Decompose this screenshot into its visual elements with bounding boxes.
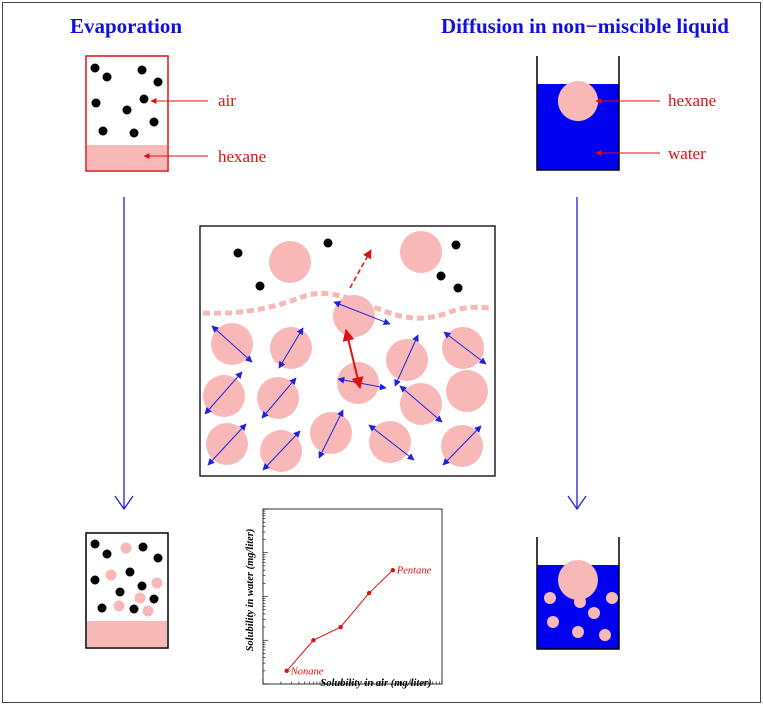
double-headed-arrow-icon	[399, 385, 443, 423]
double-headed-arrow-icon	[442, 425, 482, 466]
chart-point	[284, 668, 289, 674]
solubility-chart: Nonane Pentane Solubility in water (mg/li…	[245, 508, 443, 689]
escape-arrow-dashed	[349, 249, 372, 289]
hexane-liquid-layer	[87, 145, 167, 170]
evaporation-title: Evaporation	[70, 14, 182, 38]
dispersed-hexane-droplets	[544, 592, 618, 641]
down-arrow-icon	[567, 495, 587, 511]
double-headed-arrow-icon	[368, 424, 415, 461]
mixed-particles	[90, 539, 163, 617]
beaker-walls	[536, 537, 620, 650]
beaker-walls	[536, 56, 620, 171]
double-headed-arrow-icon	[318, 409, 344, 459]
chart-point	[311, 638, 316, 643]
double-headed-arrow-icon	[204, 371, 243, 415]
evaporation-container-initial	[85, 55, 169, 172]
diffusion-container-initial	[536, 56, 620, 171]
chart-point-label: Nonane	[290, 666, 324, 677]
hexane-droplet-top	[558, 81, 598, 121]
down-arrow-icon	[114, 495, 134, 511]
evap-hexane-label: hexane	[218, 147, 266, 166]
double-headed-arrow-icon	[443, 331, 487, 365]
double-headed-arrow-icon	[261, 377, 297, 419]
molecular-view-panel	[199, 225, 496, 477]
double-headed-arrow-icon	[207, 423, 247, 466]
chart-x-axis-label: Solubility in air (mg/liter)	[320, 678, 431, 689]
chart-point	[338, 624, 343, 630]
chart-points: Nonane Pentane	[284, 566, 432, 677]
chart-point-label: Pentane	[396, 566, 432, 577]
vibration-arrows	[204, 301, 487, 471]
air-label: air	[218, 91, 236, 110]
air-particles-panel	[233, 238, 463, 293]
double-headed-arrow-icon	[262, 430, 301, 471]
double-headed-arrow-icon	[342, 328, 364, 390]
double-headed-arrow-icon	[333, 301, 391, 325]
hexane-droplet	[558, 560, 598, 600]
diffusion-title: Diffusion in non−miscible liquid	[441, 14, 729, 38]
diffusion-container-final	[536, 537, 620, 650]
chart-ticks	[262, 508, 443, 685]
gas-molecule	[269, 241, 311, 283]
chart-plot-frame	[262, 508, 443, 685]
double-headed-arrow-icon	[211, 325, 253, 363]
hexane-liquid-layer	[87, 621, 167, 647]
double-headed-arrow-icon	[278, 327, 304, 369]
chart-point	[390, 567, 396, 573]
chart-point	[366, 590, 372, 596]
chart-y-axis-label: Solubility in water (mg/liter)	[245, 529, 256, 652]
diff-water-label: water	[668, 144, 706, 163]
diff-hexane-label: hexane	[668, 91, 716, 110]
double-headed-arrow-icon	[394, 334, 419, 387]
gas-molecule	[400, 231, 442, 273]
air-particles	[90, 63, 163, 138]
evaporation-container-final	[85, 532, 169, 649]
